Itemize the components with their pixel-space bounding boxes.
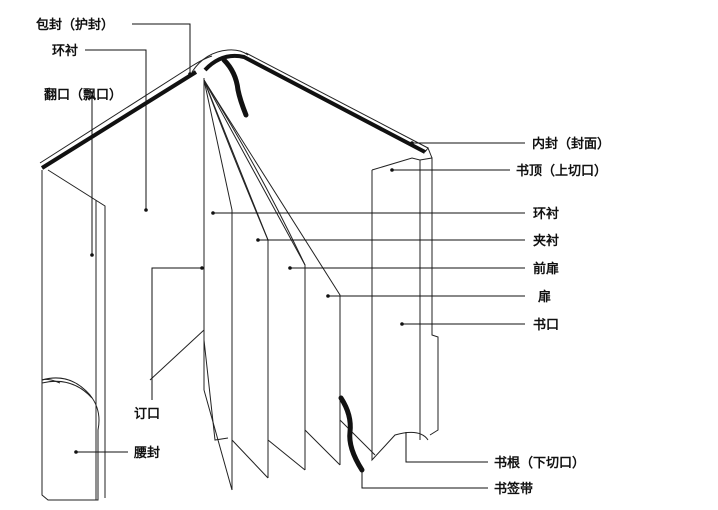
gutter-diagonal: [149, 329, 205, 381]
spine: [191, 49, 249, 73]
belly-band-shape: [41, 377, 100, 501]
left-cover-outline: [41, 170, 61, 384]
leader-gutter: [151, 267, 202, 400]
belly-band-top: [41, 380, 93, 399]
labels: 包封（护封） 环衬 翻口（飘口） 内封（封面） 书顶（上切口） 环衬 夹衬 前扉…: [36, 17, 610, 497]
page-fan-curve-b: [203, 79, 306, 266]
label-dust-jacket: 包封（护封）: [36, 17, 114, 33]
label-fore-edge: 翻口（飘口）: [44, 87, 122, 103]
label-inner-cover: 内封（封面）: [532, 136, 610, 152]
leader-bottom-edge: [405, 432, 488, 463]
page-1-bottom: [203, 339, 229, 441]
page-3: [203, 79, 269, 478]
text-block-top: [371, 157, 421, 440]
text-block-front: [371, 170, 429, 462]
page-2: [203, 79, 233, 490]
label-endpaper-right: 环衬: [533, 206, 559, 222]
page-fan-curve-a: [203, 79, 269, 241]
right-cover-top-edge-outer: [245, 52, 429, 149]
label-front-title: 前扉: [533, 261, 559, 277]
leader-endpaper-top: [85, 49, 147, 210]
page-4: [203, 79, 306, 470]
leader-lines: [74, 23, 525, 489]
label-gutter: 订口: [134, 406, 160, 422]
left-flap: [47, 169, 106, 498]
label-endpaper-top: 环衬: [52, 43, 78, 59]
left-cover-top-edge: [40, 70, 198, 170]
label-book-mouth: 书口: [533, 317, 559, 333]
page-bottoms: [203, 389, 376, 491]
right-cover-corner: [424, 146, 433, 159]
page-5: [203, 79, 341, 465]
label-interleaf: 夹衬: [533, 233, 559, 249]
leader-dust-jacket: [132, 23, 191, 74]
leader-ribbon: [361, 472, 488, 489]
ribbon-bottom: [338, 395, 365, 473]
label-top-edge: 书顶（上切口）: [516, 163, 607, 179]
right-cover-board: [419, 157, 439, 436]
book-illustration: [39, 49, 439, 501]
ribbon-top: [221, 57, 249, 118]
label-ribbon: 书签带: [494, 481, 533, 497]
left-cover-top-edge-outer: [39, 55, 213, 164]
label-title-page: 扉: [538, 289, 551, 305]
right-cover-top-edge: [203, 53, 426, 154]
label-bottom-edge: 书根（下切口）: [494, 455, 585, 471]
label-belly-band: 腰封: [133, 445, 160, 461]
